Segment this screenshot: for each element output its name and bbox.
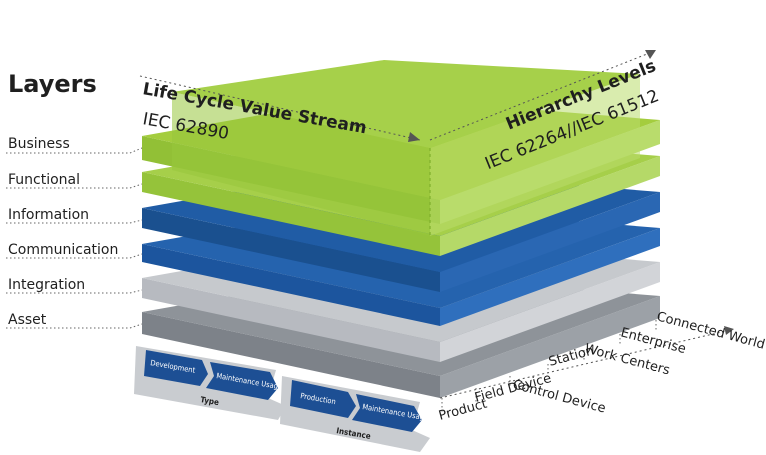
instance-step-maintenance [352,394,422,432]
volume-top-face [172,60,640,148]
lifecycle-type-group: Development Maintenance Usage Type [134,346,286,420]
layer-label-communication: Communication [8,242,118,258]
instance-step-production [290,380,356,418]
layer-label-business: Business [8,136,70,152]
asset-slab-right [440,296,660,398]
type-step-maintenance [206,362,278,400]
functional-slab-left [142,172,440,256]
layer-label-integration: Integration [8,277,85,293]
layer-labels: Business Functional Information Communic… [8,136,118,328]
lifecycle-axis-arrowhead [408,132,420,142]
hierarchy-bottom-arrowhead [724,326,734,335]
layer-label-functional: Functional [8,172,80,188]
layer-label-information: Information [8,207,89,223]
information-slab-right [440,192,660,292]
information-slab-left [142,208,440,292]
layers-title: Layers [8,70,97,98]
lifecycle-instance-group: Production Maintenance Usage Instance [280,376,430,452]
volume-right-face [430,74,640,236]
type-step-development [144,350,208,386]
type-group-label: Type [200,395,220,407]
level-label-control-device: Control Device [511,377,607,416]
layer-label-asset: Asset [8,312,47,328]
layer-guides [6,147,143,329]
hierarchy-axis-arrowhead [645,50,656,59]
asset-slab-left [142,312,440,398]
communication-slab-right [440,228,660,326]
communication-slab-left [142,244,440,326]
integration-slab-left [142,278,440,362]
integration-slab-right [440,262,660,362]
functional-slab-right [440,156,660,256]
volume-left-face [172,92,430,236]
